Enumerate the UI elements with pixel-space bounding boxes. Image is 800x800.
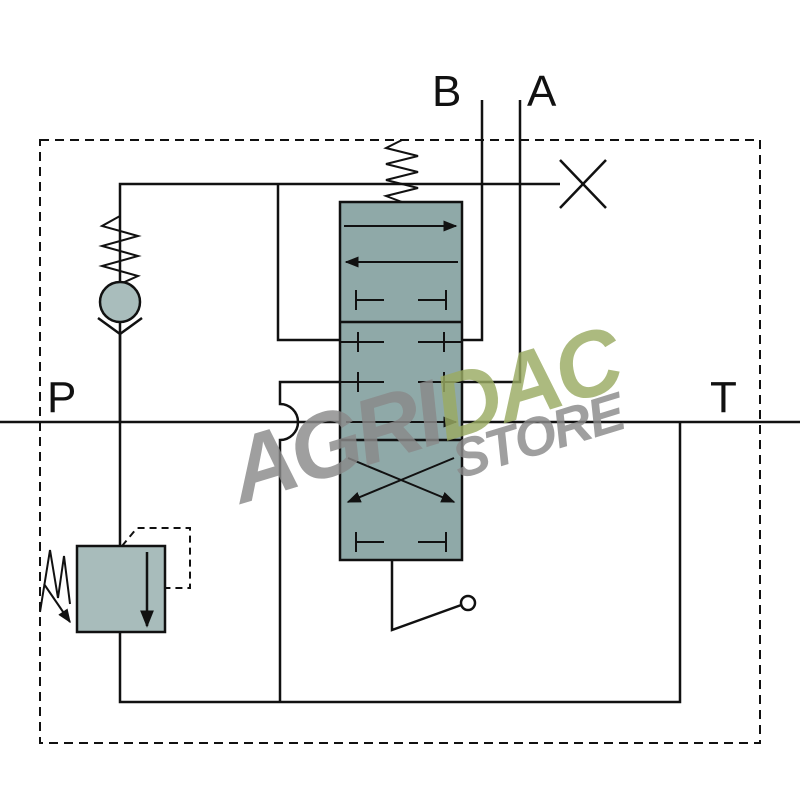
valve-blocked-ports-1 <box>355 290 447 310</box>
relief-valve <box>39 334 191 634</box>
agridac-watermark-logo: AGRIDAC STORE <box>215 307 636 524</box>
port-a-line <box>462 100 522 384</box>
valve-blocked-ports-2 <box>340 332 462 392</box>
port-label-p: P <box>47 373 76 422</box>
relief-valve-adjustable-spring <box>39 549 71 613</box>
port-label-a: A <box>527 67 557 116</box>
blocked-port-x <box>559 159 607 209</box>
valve-lever-knob <box>459 594 477 612</box>
tank-return-line <box>278 380 340 702</box>
port-label-b: B <box>432 67 461 116</box>
port-b-line <box>462 100 484 342</box>
directional-valve <box>338 139 477 632</box>
valve-blocked-ports-3 <box>355 532 447 552</box>
bottom-return-line <box>118 422 682 704</box>
port-label-t: T <box>710 373 737 422</box>
valve-lever-actuator <box>390 560 465 632</box>
valve-return-spring <box>382 139 419 203</box>
relief-valve-pilot <box>121 527 191 589</box>
check-valve-ball <box>98 280 142 324</box>
relief-valve-body <box>75 544 167 634</box>
check-valve-spring <box>98 215 142 285</box>
pilot-loop-line <box>276 184 340 342</box>
